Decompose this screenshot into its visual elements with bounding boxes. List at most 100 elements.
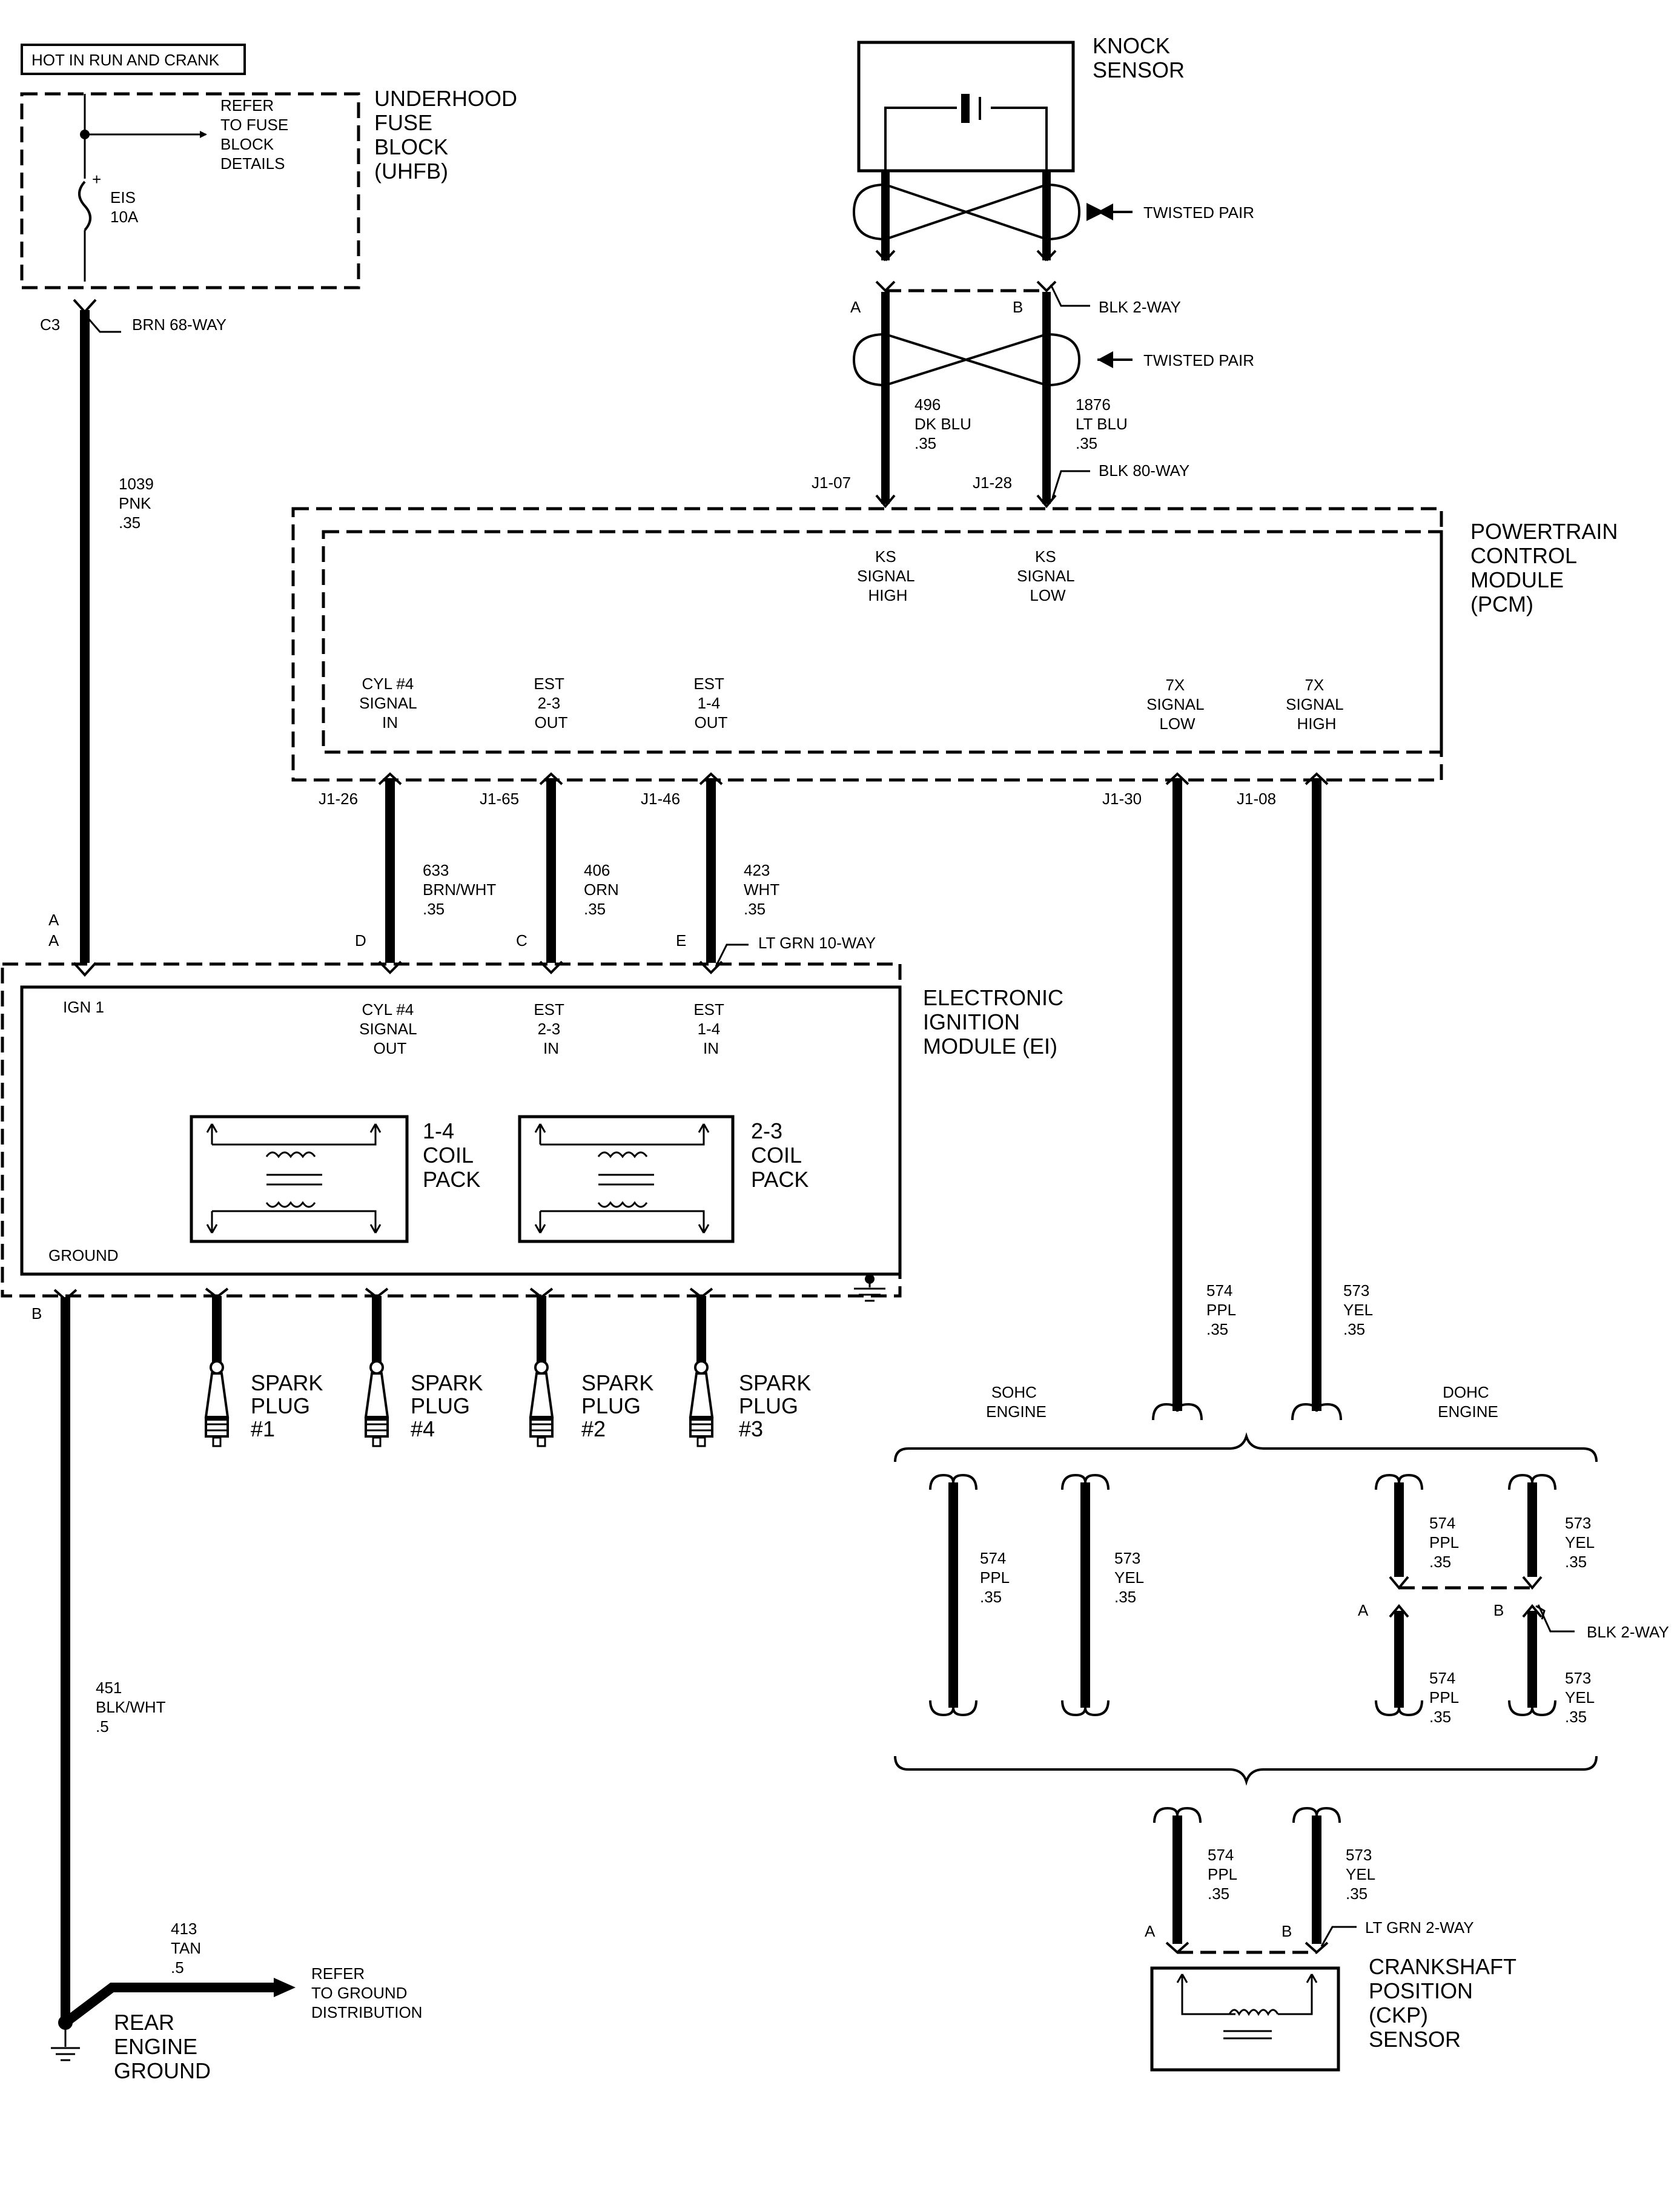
rear-engine-ground-label: REAR ENGINE GROUND	[114, 2010, 211, 2083]
ei-pin-e: E	[676, 931, 686, 950]
ks-signal-high: KS SIGNAL HIGH	[857, 547, 919, 604]
spark-plug-3: SPARK PLUG #3	[689, 1287, 817, 1447]
coil-2-3-label: 2-3 COIL PACK	[751, 1118, 809, 1192]
ckp-sensor-title: CRANKSHAFT POSITION (CKP) SENSOR	[1369, 1954, 1522, 2052]
brn-68-way-label: BRN 68-WAY	[132, 316, 227, 334]
est14-out: EST 1-4 OUT	[693, 675, 728, 732]
wire-496-label: 496 DK BLU .35	[914, 395, 976, 452]
wire-573-top-label: 573 YEL .35	[1343, 1281, 1377, 1338]
est14-in: EST 1-4 IN	[693, 1000, 728, 1057]
ground-wires: 451 BLK/WHT .5 413 TAN .5 REFER TO GROUN…	[51, 1289, 422, 2083]
ei-pin-a: A	[48, 911, 59, 929]
wire-574-top-label: 574 PPL .35	[1206, 1281, 1240, 1338]
chassis-ground-icon	[854, 1274, 885, 1302]
ground-label: GROUND	[48, 1246, 119, 1264]
7x-wires: 574 PPL .35 573 YEL .35	[1152, 772, 1377, 1421]
sohc-574-label: 574 PPL .35	[980, 1549, 1013, 1606]
bottom-brace	[894, 1756, 1598, 1786]
uhfb-title: UNDERHOOD FUSE BLOCK (UHFB)	[374, 86, 523, 183]
blk-80-way-label: BLK 80-WAY	[1099, 461, 1189, 480]
ei-module-title: ELECTRONIC IGNITION MODULE (EI)	[923, 985, 1070, 1059]
header-box: HOT IN RUN AND CRANK	[21, 44, 246, 75]
est23-out: EST 2-3 OUT	[534, 675, 568, 732]
wire-413-label: 413 TAN .5	[171, 1920, 205, 1977]
knock-sensor: KNOCK SENSOR TWISTED PAIR A B BLK 2-WAY …	[812, 33, 1254, 509]
twisted-pair-label-2: TWISTED PAIR	[1143, 351, 1254, 369]
twisted-pair-label-1: TWISTED PAIR	[1143, 203, 1254, 222]
knock-element-icon	[961, 94, 970, 123]
refer-ground-text: REFER TO GROUND DISTRIBUTION	[311, 1964, 422, 2021]
sohc-wire-574	[929, 1473, 977, 1717]
dohc-574-up-label: 574 PPL .35	[1429, 1514, 1463, 1571]
ei-pin-d: D	[355, 931, 366, 950]
rear-ground-icon	[51, 2047, 80, 2061]
dohc-573-low-label: 573 YEL .35	[1565, 1669, 1598, 1726]
dohc-engine-label: DOHC ENGINE	[1438, 1383, 1498, 1421]
spark-plug-1: SPARK PLUG #1	[204, 1287, 323, 1447]
engine-split-hook-icon	[1152, 1402, 1203, 1421]
wire-406-label: 406 ORN .35	[584, 861, 623, 918]
spark-plug-2-label: SPARK PLUG #2	[581, 1370, 660, 1441]
underhood-fuse-block: REFER TO FUSE BLOCK DETAILS + EIS 10A UN…	[20, 86, 523, 289]
pcm-module: POWERTRAIN CONTROL MODULE (PCM) KS SIGNA…	[291, 507, 1624, 808]
ks-pin-b: B	[1013, 298, 1023, 316]
dohc-574-low-label: 574 PPL .35	[1429, 1669, 1463, 1726]
coil-1-4-label: 1-4 COIL PACK	[423, 1118, 480, 1192]
lt-grn-10-way-label: LT GRN 10-WAY	[758, 934, 876, 952]
dohc-573-up-label: 573 YEL .35	[1565, 1514, 1598, 1571]
wire-1876-label: 1876 LT BLU .35	[1076, 395, 1132, 452]
blk-2-way-label: BLK 2-WAY	[1099, 298, 1181, 316]
wire-1039-label: 1039 PNK .35	[119, 475, 158, 532]
dohc-blk-2-way-label: BLK 2-WAY	[1587, 1623, 1669, 1641]
ckp-pin-b: B	[1281, 1922, 1292, 1940]
sohc-wire-573	[1061, 1473, 1110, 1717]
coil-pack-1-4: 1-4 COIL PACK	[190, 1115, 480, 1243]
fuse-label: EIS 10A	[110, 188, 140, 226]
sohc-engine-label: SOHC ENGINE	[986, 1383, 1047, 1421]
coil-winding-icon-2	[597, 1151, 648, 1208]
top-brace	[894, 1432, 1598, 1462]
dohc-pin-b: B	[1493, 1601, 1504, 1619]
pin-j1-30: J1-30	[1102, 790, 1142, 808]
wire-1039: C3 BRN 68-WAY 1039 PNK .35	[40, 299, 227, 977]
ks-signal-low: KS SIGNAL LOW	[1017, 547, 1079, 604]
pin-j1-46: J1-46	[641, 790, 680, 808]
j1-28-label: J1-28	[973, 474, 1012, 492]
wire-423-label: 423 WHT .35	[744, 861, 784, 918]
j1-07-label: J1-07	[812, 474, 851, 492]
spark-plug-3-label: SPARK PLUG #3	[739, 1370, 817, 1441]
fuse-eis-icon	[78, 180, 91, 231]
ei-pin-c: C	[516, 931, 527, 950]
dohc-wires	[1375, 1473, 1575, 1717]
dohc-pin-a: A	[1358, 1601, 1369, 1619]
spark-plug-4-label: SPARK PLUG #4	[411, 1370, 489, 1441]
fuse-refer-text: REFER TO FUSE BLOCK DETAILS	[220, 96, 293, 173]
wire-633-label: 633 BRN/WHT .35	[423, 861, 500, 918]
7x-signal-high: 7X SIGNAL HIGH	[1286, 676, 1348, 733]
ei-pin-a-2: A	[48, 931, 59, 950]
cyl4-signal-out: CYL #4 SIGNAL OUT	[359, 1000, 421, 1057]
ign1-label: IGN 1	[63, 998, 104, 1016]
fuse-plus: +	[92, 170, 101, 188]
coil-pack-2-3: 2-3 COIL PACK	[518, 1115, 809, 1243]
ckp-574-label: 574 PPL .35	[1208, 1846, 1241, 1903]
cyl4-signal-in: CYL #4 SIGNAL IN	[359, 675, 421, 732]
ei-module: A D C E A LT GRN 10-WAY ELECTRONIC IGNIT…	[1, 911, 1070, 1323]
pcm-title: POWERTRAIN CONTROL MODULE (PCM)	[1470, 519, 1624, 616]
ks-pin-a: A	[850, 298, 861, 316]
ckp-sensor: 574 PPL .35 573 YEL .35 A B LT GRN 2-WAY…	[1145, 1806, 1522, 2072]
spark-plugs: SPARK PLUG #1 SPARK PLUG #4	[204, 1287, 817, 1447]
ei-pin-b: B	[31, 1304, 42, 1323]
pin-j1-65: J1-65	[480, 790, 519, 808]
spark-plug-4: SPARK PLUG #4	[364, 1287, 489, 1447]
ckp-coil-icon	[1228, 2009, 1279, 2017]
ckp-lt-grn-2-way-label: LT GRN 2-WAY	[1365, 1918, 1474, 1937]
engine-variants: SOHC ENGINE DOHC ENGINE 574 PPL .35 573	[894, 1383, 1669, 1786]
wire-451-label: 451 BLK/WHT .5	[96, 1679, 170, 1736]
7x-signal-low: 7X SIGNAL LOW	[1146, 676, 1208, 733]
header-label: HOT IN RUN AND CRANK	[31, 51, 220, 69]
ckp-pin-a: A	[1145, 1922, 1156, 1940]
knock-sensor-title: KNOCK SENSOR	[1093, 33, 1185, 82]
twisted-pair-icon-2	[852, 332, 1081, 387]
